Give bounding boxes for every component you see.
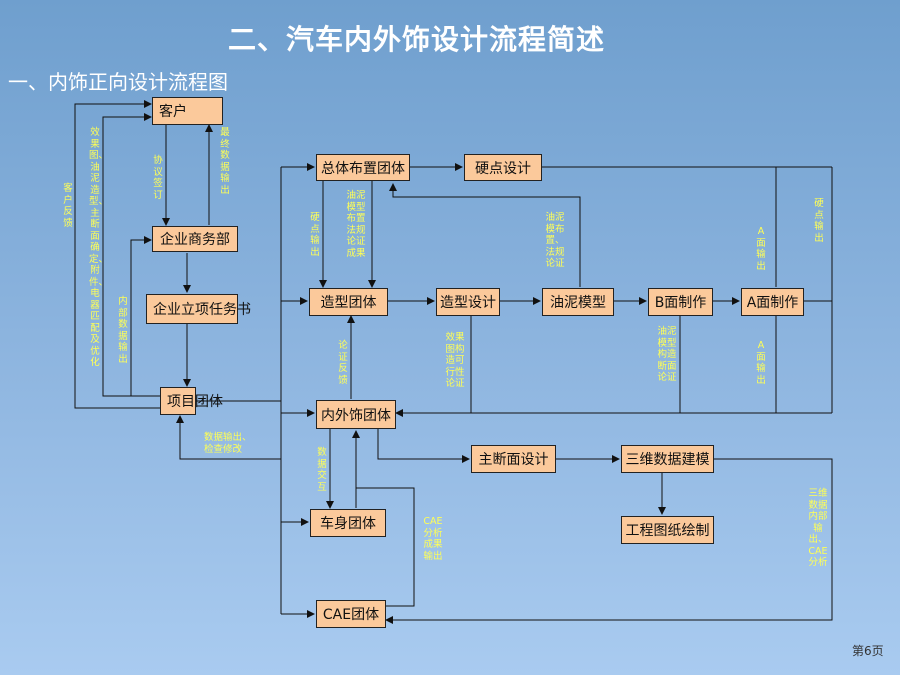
label-clay-section: 油泥模型构造断面论证 [657,326,677,383]
node-customer[interactable]: 客户 [152,97,223,125]
label-customer-feedback: 客户反馈 [63,183,73,229]
node-a-surface[interactable]: A面制作 [741,288,804,316]
node-cae-team[interactable]: CAE团体 [316,600,386,628]
page-number: 第6页 [852,642,884,659]
node-project-team[interactable]: 项目团体 [160,387,223,415]
label-effect-list: 效果图、油泥造型、主断面确定、附件、电器匹配及优化 [89,127,109,368]
node-3d-modeling[interactable]: 三维数据建模 [621,445,714,473]
node-styling-team[interactable]: 造型团体 [309,288,388,316]
label-hardpoint-output: 硬点输出 [310,212,320,258]
page-suffix: 页 [871,644,884,658]
node-clay-model[interactable]: 油泥模型 [542,288,614,316]
node-trim-team[interactable]: 内外饰团体 [316,400,396,429]
page-number-value: 6 [864,644,872,658]
label-final-data: 最终数据输出 [220,127,230,196]
node-engineering-drawing[interactable]: 工程图纸绘制 [621,516,714,544]
label-data-output: 数据输出、检查修改 [204,432,256,456]
label-cad-output: 三维数据内部输出、CAE分析 [808,488,828,568]
node-layout-team[interactable]: 总体布置团体 [316,154,410,181]
page-prefix: 第 [852,644,865,658]
label-a-output-1: A面输出 [756,226,766,272]
label-argument-feedback: 论证反馈 [338,340,348,386]
label-data-output-text: 数据输出、检查修改 [204,432,252,455]
label-cae-output: CAE分析成果输出 [423,516,443,562]
label-data-interaction: 数据交互 [317,447,327,493]
page-subtitle: 一、内饰正向设计流程图 [8,70,228,94]
node-project-task[interactable]: 企业立项任务书 [146,294,251,324]
node-hardpoint-design[interactable]: 硬点设计 [464,154,542,181]
node-styling-design[interactable]: 造型设计 [436,288,500,316]
page-title: 二、汽车内外饰设计流程简述 [228,23,606,56]
node-business-dept[interactable]: 企业商务部 [152,226,238,252]
label-agreement: 协议签订 [153,155,163,201]
node-body-team[interactable]: 车身团体 [310,509,386,537]
label-clay-check: 油泥模布置、法规论证 [545,212,565,269]
label-a-output-2: A面输出 [756,340,766,386]
label-clay-layout: 油泥模型布置法规论证成果 [346,190,366,259]
node-main-section[interactable]: 主断面设计 [471,445,556,473]
node-b-surface[interactable]: B面制作 [648,288,713,316]
label-internal-data: 内部数据输出 [118,296,128,365]
label-effect-feasibility: 效果图构造可行性论证 [445,332,465,389]
label-hardpoint-output-2: 硬点输出 [814,198,824,244]
